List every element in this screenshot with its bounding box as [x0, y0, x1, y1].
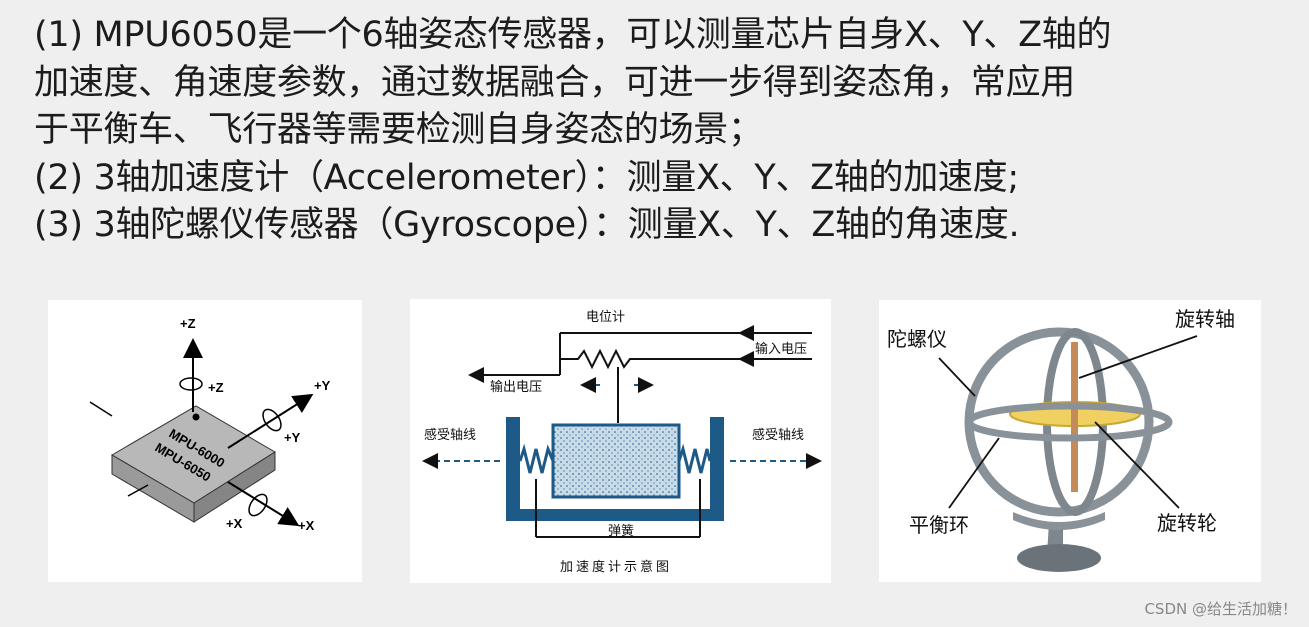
balance-ring-pointer [948, 437, 1000, 509]
y-axis-label: +Y [314, 378, 331, 393]
x-rotation-label: +X [226, 516, 243, 531]
mpu-axis-svg: +Z +Z +Y +Y +X +X MPU-6000 MPU-6050 [89, 316, 331, 533]
spring-label: 弹簧 [608, 523, 634, 539]
y-axis-arrow [227, 393, 314, 449]
pin1-dot [192, 413, 200, 421]
potentiometer-label: 电位计 [586, 310, 625, 325]
accelerometer-svg: 电位计 输入电压 输出电压 感受轴线 感受轴线 弹簧 加速度计示意图 [422, 310, 822, 575]
output-voltage-label: 输出电压 [490, 379, 542, 395]
description-line: (1) MPU6050是一个6轴姿态传感器，可以测量芯片自身X、Y、Z轴的 [34, 15, 1112, 55]
y-rotation-icon [262, 408, 282, 432]
description-line: 于平衡车、飞行器等需要检测自身姿态的场景； [34, 110, 763, 150]
input-voltage-label: 输入电压 [755, 341, 807, 357]
sense-axis-label-right: 感受轴线 [752, 427, 804, 443]
accelerometer-diagram: 电位计 输入电压 输出电压 感受轴线 感受轴线 弹簧 加速度计示意图 [410, 299, 831, 583]
gyroscope-svg: 陀螺仪 旋转轴 平衡环 旋转轮 [887, 307, 1235, 572]
resistor [560, 348, 650, 370]
z-rotation-label: +Z [208, 380, 224, 395]
sense-axis-label-left: 感受轴线 [424, 427, 476, 443]
gyro-fork [1013, 512, 1105, 530]
description-line: (2) 3轴加速度计（Accelerometer）：测量X、Y、Z轴的加速度; [34, 157, 1019, 198]
diagonal-line [89, 401, 113, 417]
description-line: (3) 3轴陀螺仪传感器（Gyroscope）：测量X、Y、Z轴的角速度. [34, 205, 1020, 245]
gyroscope-diagram: 陀螺仪 旋转轴 平衡环 旋转轮 [879, 300, 1261, 582]
watermark: CSDN @给生活加糖！ [1144, 600, 1297, 618]
description-text: (1) MPU6050是一个6轴姿态传感器，可以测量芯片自身X、Y、Z轴的 加速… [34, 12, 1294, 250]
gyro-balance-ring [965, 402, 1173, 442]
balance-ring-label: 平衡环 [909, 513, 969, 537]
x-axis-label: +X [298, 518, 315, 533]
spin-wheel-label: 旋转轮 [1157, 511, 1217, 535]
gyroscope-pointer [938, 357, 976, 397]
seismic-mass [551, 423, 681, 499]
spin-axis-label: 旋转轴 [1175, 307, 1235, 331]
z-axis-label: +Z [180, 316, 196, 331]
mpu-axis-diagram: +Z +Z +Y +Y +X +X MPU-6000 MPU-6050 [48, 300, 362, 582]
description-line: 加速度、角速度参数，通过数据融合，可进一步得到姿态角，常应用 [34, 62, 1076, 103]
spin-axis-pointer [1078, 335, 1198, 379]
spin-wheel-pointer [1094, 421, 1180, 509]
left-spring [518, 443, 555, 474]
housing-frame [506, 417, 724, 521]
y-rotation-label: +Y [284, 430, 301, 445]
gyro-base [1017, 544, 1101, 572]
gyro-spin-axis [1071, 342, 1078, 492]
accelerometer-caption: 加速度计示意图 [560, 559, 672, 575]
right-spring [677, 443, 712, 474]
z-rotation-icon [179, 377, 203, 391]
diagonal-line [127, 484, 149, 497]
x-axis-arrow [227, 481, 300, 527]
x-rotation-icon [248, 493, 268, 517]
gyroscope-label: 陀螺仪 [887, 327, 947, 351]
